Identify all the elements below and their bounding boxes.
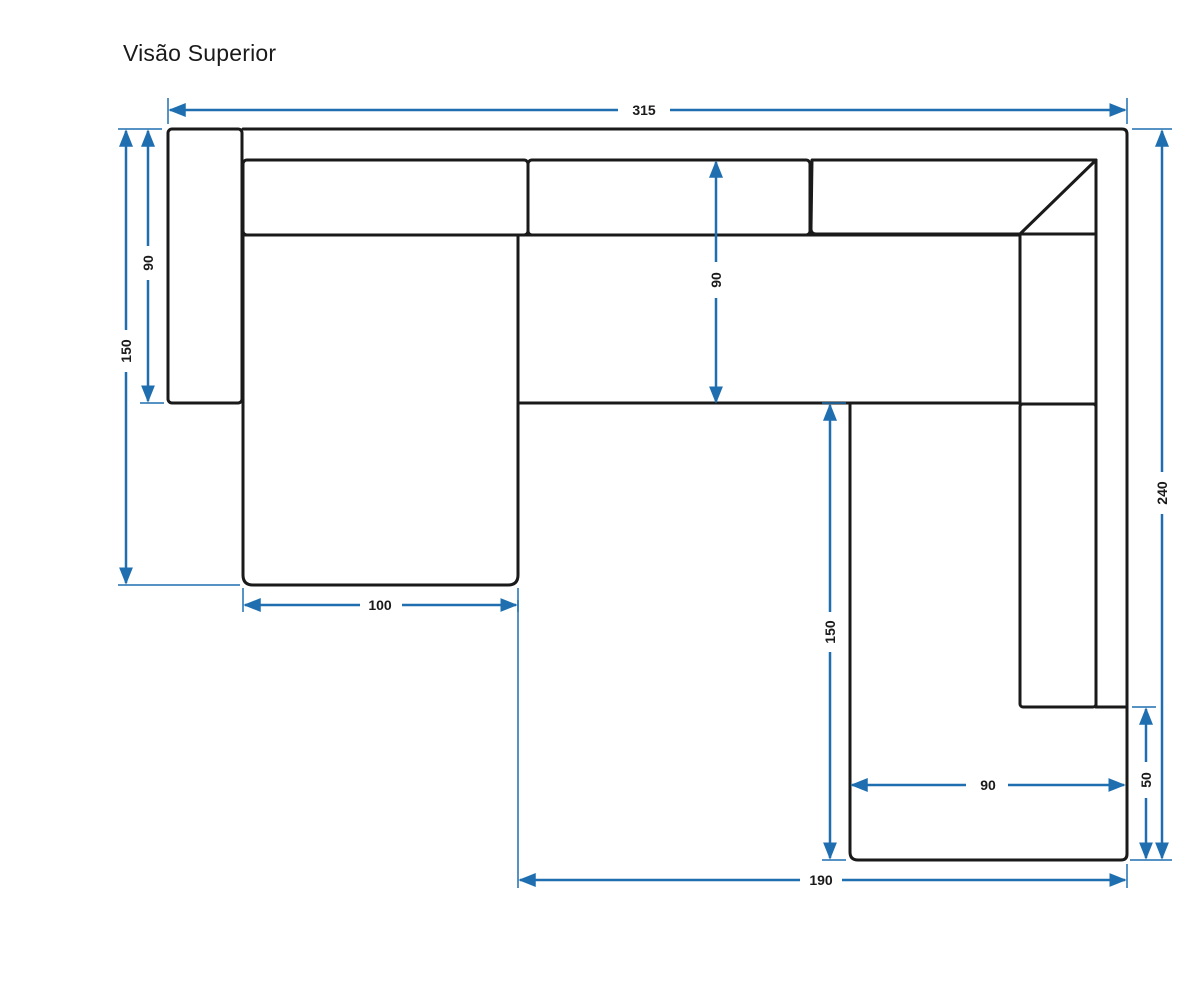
dim-bottom-width: 190 — [809, 872, 833, 888]
outer-frame — [241, 127, 1129, 862]
back-cushion-corner — [809, 158, 1098, 236]
back-cushion-2 — [526, 158, 812, 237]
page-title: Visão Superior — [123, 40, 277, 66]
dim-chaise-width: 100 — [368, 597, 392, 613]
dim-total-width: 315 — [632, 102, 656, 118]
center-seat — [516, 233, 1022, 405]
dim-right-chaise-length: 150 — [822, 620, 838, 644]
back-cushion-1 — [241, 158, 530, 237]
dim-right-bottom-gap: 50 — [1138, 772, 1154, 788]
dim-left-arm-height: 90 — [140, 255, 156, 271]
dimension-lines: 315 150 90 90 100 240 15 — [118, 98, 1172, 888]
left-armrest — [166, 127, 244, 405]
dim-right-total-height: 240 — [1154, 481, 1170, 505]
dim-left-total-height: 150 — [118, 339, 134, 363]
dim-center-depth: 90 — [708, 272, 724, 288]
left-chaise — [241, 233, 520, 587]
corner-seat — [1018, 232, 1098, 406]
right-cushion — [1018, 402, 1098, 709]
dim-right-chaise-width: 90 — [980, 777, 996, 793]
sofa-outline — [166, 127, 1129, 862]
